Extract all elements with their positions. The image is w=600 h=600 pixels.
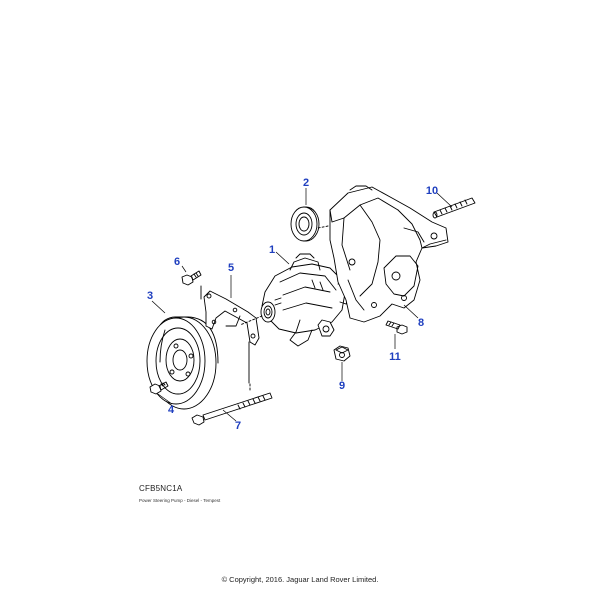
callout-9[interactable]: 9 (338, 380, 346, 392)
part-5-bracket[interactable] (200, 285, 260, 391)
part-8-mount-bracket[interactable] (317, 185, 449, 323)
callout-4[interactable]: 4 (167, 404, 175, 416)
part-3-pulley[interactable] (146, 316, 219, 410)
callout-8[interactable]: 8 (417, 317, 425, 329)
diagram-code: CFB5NC1A (139, 484, 183, 493)
part-7-long-bolt[interactable] (191, 392, 273, 426)
callout-2[interactable]: 2 (302, 177, 310, 189)
part-11-bolt[interactable] (385, 320, 408, 335)
callout-7[interactable]: 7 (234, 420, 242, 432)
part-9-nut[interactable] (333, 345, 351, 362)
part-6-bolt[interactable] (181, 270, 202, 286)
copyright-notice: © Copyright, 2016. Jaguar Land Rover Lim… (221, 575, 379, 584)
callout-3[interactable]: 3 (146, 290, 154, 302)
part-4-bolt[interactable] (149, 381, 169, 395)
callout-6[interactable]: 6 (173, 256, 181, 268)
diagram-caption: Power Steering Pump - Diesel - Tempest (139, 498, 221, 503)
callout-10[interactable]: 10 (425, 185, 439, 197)
part-2-seal[interactable] (290, 206, 320, 242)
leader-lines (151, 188, 453, 422)
callout-5[interactable]: 5 (227, 262, 235, 274)
callout-11[interactable]: 11 (389, 351, 401, 363)
callout-1[interactable]: 1 (268, 244, 276, 256)
part-1-pump[interactable] (225, 253, 351, 347)
part-10-stud[interactable] (432, 197, 476, 219)
